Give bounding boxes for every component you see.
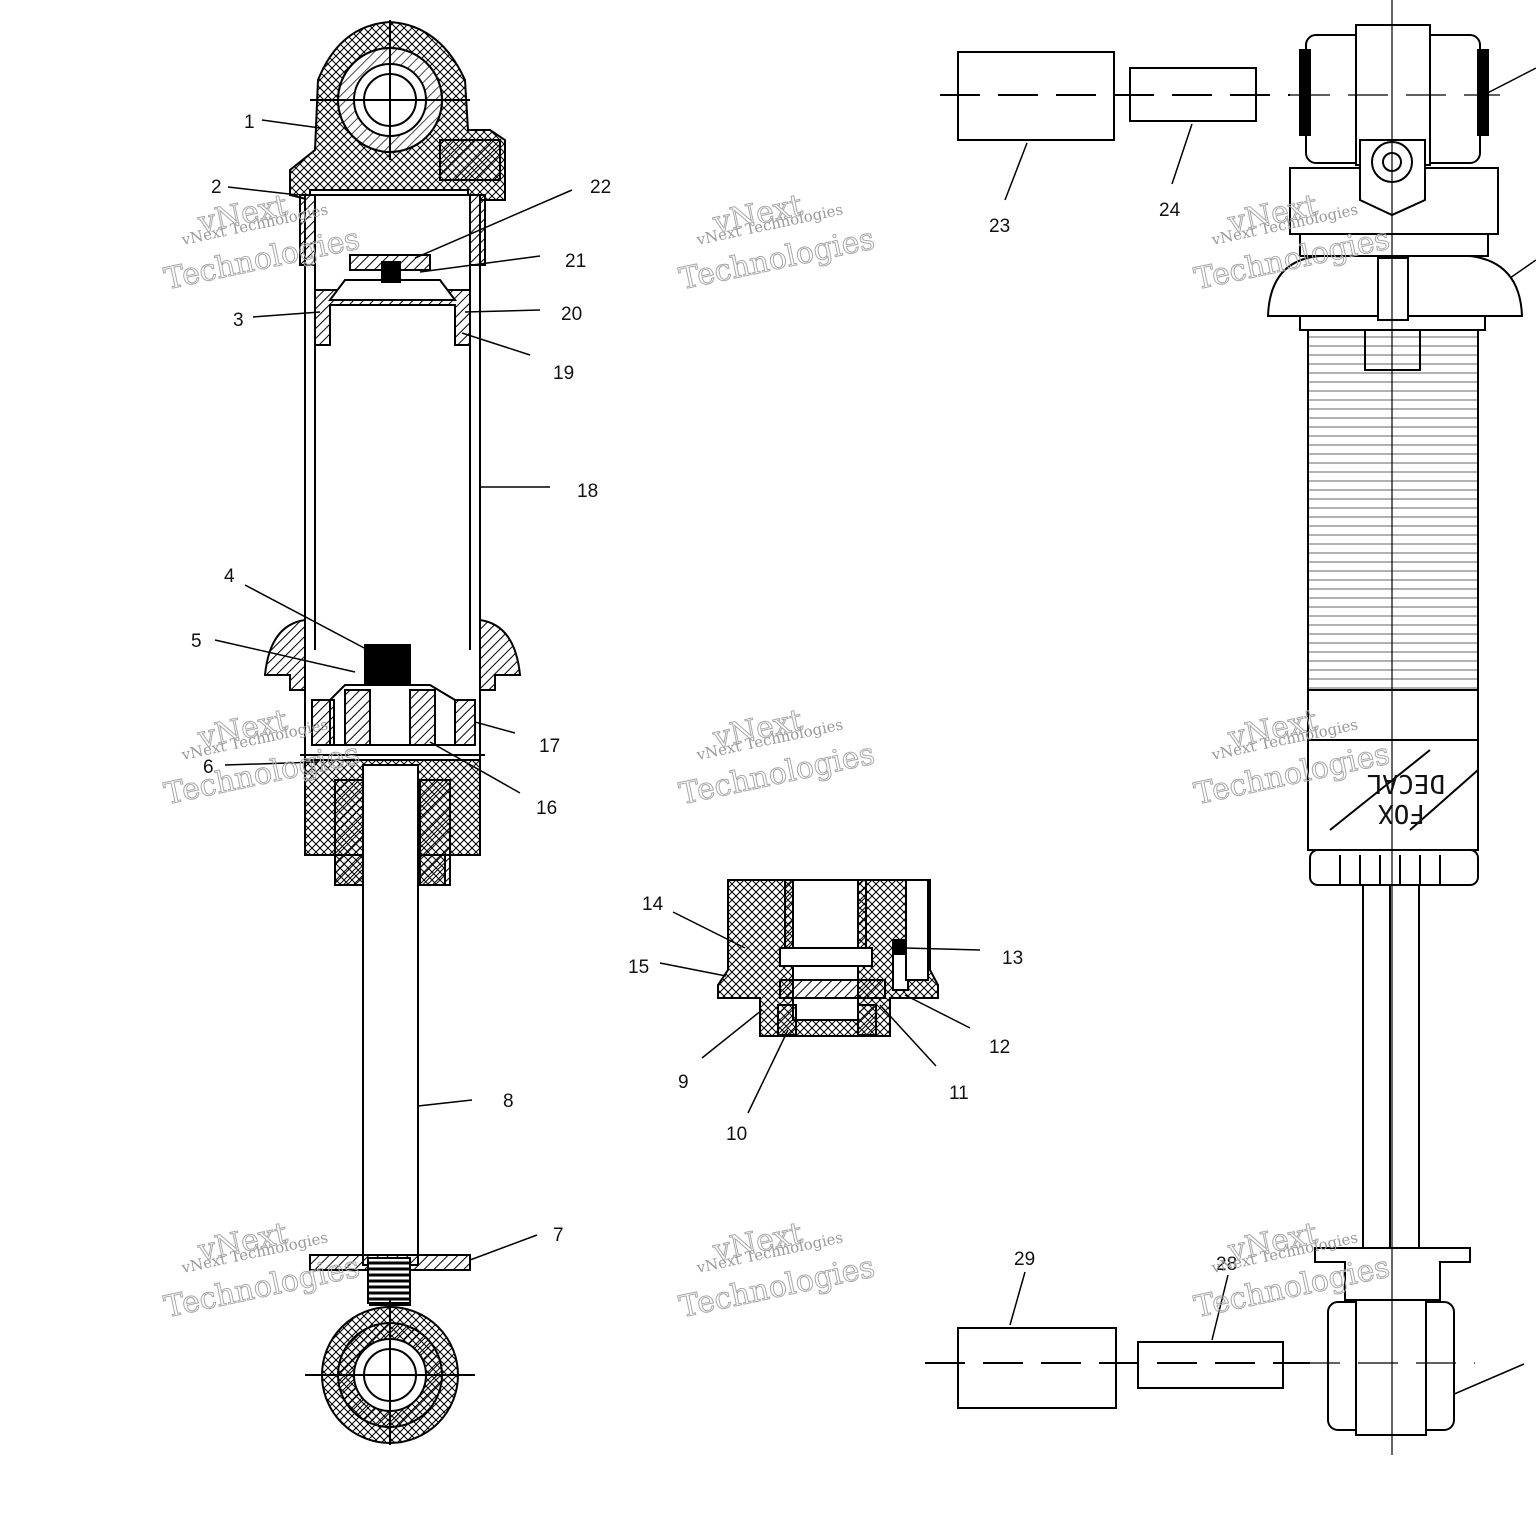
callout-6: 6 bbox=[203, 757, 214, 778]
callout-15: 15 bbox=[628, 957, 649, 978]
callout-13: 13 bbox=[1002, 948, 1023, 969]
callout-3: 3 bbox=[233, 310, 244, 331]
svg-text:FOX: FOX bbox=[1378, 798, 1425, 828]
callout-8: 8 bbox=[503, 1091, 514, 1112]
callout-29: 29 bbox=[1014, 1249, 1035, 1270]
watermark: vNext Technologies vNext Technologies bbox=[676, 1215, 878, 1325]
shock-cross-section bbox=[263, 20, 522, 1445]
callout-18: 18 bbox=[577, 481, 598, 502]
callout-17: 17 bbox=[539, 736, 560, 757]
callout-21: 21 bbox=[565, 251, 586, 272]
shock-shaft bbox=[362, 764, 419, 1266]
callout-10: 10 bbox=[726, 1124, 747, 1145]
callout-22: 22 bbox=[590, 177, 611, 198]
callout-28: 28 bbox=[1216, 1254, 1237, 1275]
callout-5: 5 bbox=[191, 631, 202, 652]
floating-piston bbox=[314, 289, 471, 346]
piston-nut bbox=[364, 644, 411, 686]
svg-text:DECAL: DECAL bbox=[1367, 768, 1445, 798]
callout-2: 2 bbox=[211, 177, 222, 198]
assembled-shock bbox=[1266, 24, 1524, 1436]
center-lines bbox=[1290, 0, 1500, 1455]
callout-16: 16 bbox=[536, 798, 557, 819]
callout-1: 1 bbox=[244, 112, 255, 133]
callout-9: 9 bbox=[678, 1072, 689, 1093]
watermark: vNext Technologies vNext Technologies bbox=[676, 187, 878, 297]
watermark: vNext Technologies vNext Technologies bbox=[161, 1215, 363, 1325]
spring-collar bbox=[263, 618, 306, 691]
callout-19: 19 bbox=[553, 363, 574, 384]
bushings bbox=[925, 51, 1310, 1409]
callout-12: 12 bbox=[989, 1037, 1010, 1058]
seal-head-detail bbox=[717, 879, 939, 1037]
callout-labels: 1 2 3 4 5 6 7 8 9 10 11 12 13 14 15 16 1… bbox=[191, 112, 1237, 1275]
fill-valve bbox=[439, 139, 501, 181]
watermark: vNext Technologies vNext Technologies bbox=[676, 702, 878, 812]
callout-14: 14 bbox=[642, 894, 664, 915]
callout-4: 4 bbox=[224, 566, 235, 587]
callout-20: 20 bbox=[561, 304, 582, 325]
callout-7: 7 bbox=[553, 1225, 564, 1246]
callout-23: 23 bbox=[989, 216, 1010, 237]
spacer-28 bbox=[1137, 1341, 1284, 1389]
left-leader-lines bbox=[214, 119, 573, 1261]
middle-leader-lines bbox=[659, 911, 981, 1114]
shock-body-ribbed bbox=[1307, 329, 1479, 691]
bushing-29 bbox=[957, 1327, 1117, 1409]
decal-text: FOX DECAL bbox=[1367, 768, 1445, 828]
callout-11: 11 bbox=[949, 1083, 969, 1104]
callout-24: 24 bbox=[1159, 200, 1181, 221]
